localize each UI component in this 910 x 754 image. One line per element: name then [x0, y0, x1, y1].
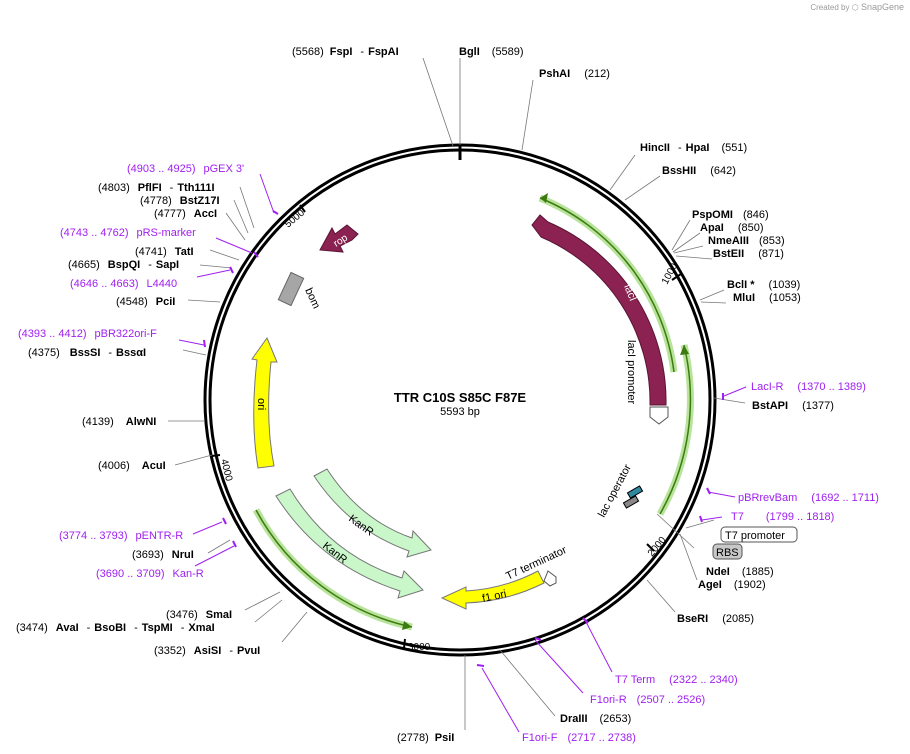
- bom-label: bom: [302, 286, 322, 310]
- site-acci: (4777)AccI: [154, 208, 217, 220]
- plasmid-length: 5593 bp: [440, 406, 480, 418]
- tick-label-4000: 4000: [218, 458, 234, 483]
- site-pflfi: (4803)PflFI-Tth111I: [98, 182, 215, 194]
- primer-labels: (4903 .. 4925)pGEX 3' (4743 .. 4762)pRS-…: [18, 163, 879, 744]
- site-acui: (4006)AcuI: [98, 460, 166, 472]
- primer-kan-r: (3690 .. 3709)Kan-R: [96, 568, 204, 580]
- site-agei: AgeI(1902): [698, 579, 766, 591]
- site-bsssi: (4375)BssSI-BssαI: [28, 347, 146, 359]
- site-tati: (4741)TatI: [135, 246, 194, 258]
- tick-label-3000: 3000: [408, 642, 431, 653]
- site-labels: (5568)FspI-FspAI BglI(5589) PshAI(212) H…: [16, 46, 834, 744]
- tick-3000: [403, 638, 406, 649]
- t7-promoter-label: T7 promoter: [725, 530, 785, 542]
- lacI-label: lacI: [621, 283, 639, 303]
- ori-label: ori: [255, 398, 267, 410]
- site-mlui: MluI(1053): [733, 292, 801, 304]
- kanr-feature-inner: [313, 468, 432, 558]
- t7-promoter-box: [720, 526, 798, 543]
- primer-l4440: (4646 .. 4663)L4440: [70, 278, 177, 290]
- rbs-box: [712, 543, 743, 560]
- site-bcli: BclI *(1039): [727, 279, 800, 291]
- lacI-highlight-arrowhead: [540, 193, 548, 203]
- primer-leader-lines: [178, 173, 747, 733]
- tick-4000: [211, 454, 221, 457]
- site-pshai: PshAI(212): [539, 68, 610, 80]
- site-alwni: (4139)AlwNI: [82, 416, 156, 428]
- kanr-feature-outer: [275, 488, 424, 599]
- site-bgli: BglI(5589): [459, 46, 524, 58]
- f1-ori-label: f1 ori: [481, 588, 507, 605]
- lac-operator-label: lac operator: [596, 462, 634, 519]
- site-pspomi: PspOMI(846): [692, 209, 769, 221]
- primer-pbrrevbam: pBRrevBam(1692 .. 1711): [738, 492, 879, 504]
- t7-terminator-icon: [543, 570, 557, 587]
- primer-f1ori-f: F1ori-F(2717 .. 2738): [522, 732, 636, 744]
- site-bstapi: BstAPI(1377): [752, 400, 834, 412]
- site-nmeaiii: NmeAIII(853): [708, 235, 785, 247]
- primer-t7: T7(1799 .. 1818): [731, 511, 834, 523]
- primer-f1ori-r: F1ori-R(2507 .. 2526): [590, 694, 705, 706]
- leader-lines: [168, 57, 746, 730]
- bom-feature: [277, 271, 305, 307]
- site-apai: ApaI(850): [700, 222, 764, 234]
- primer-t7-term: T7 Term(2322 .. 2340): [615, 674, 738, 686]
- site-bsteii: BstEII(871): [713, 248, 784, 260]
- lacI-promoter-icon: [649, 406, 669, 425]
- promoter-highlight-line: [659, 344, 692, 515]
- watermark-brand: SnapGene: [860, 2, 904, 12]
- site-smai: (3476)SmaI: [166, 609, 232, 621]
- site-psii: (2778)PsiI: [397, 732, 454, 744]
- primer-pbr322ori-f: (4393 .. 4412)pBR322ori-F: [18, 328, 157, 340]
- site-nrui: (3693)NruI: [132, 549, 194, 561]
- site-ndei: NdeI(1885): [706, 566, 774, 578]
- tick-5000: [299, 204, 306, 213]
- kanr-highlight-line: [255, 509, 413, 628]
- primer-marks: [203, 210, 724, 667]
- site-avai: (3474)AvaI-BsoBI-TspMI-XmaI: [16, 622, 215, 634]
- primer-laci-r: LacI-R(1370 .. 1389): [751, 381, 866, 393]
- lac-operator-box: [626, 485, 644, 499]
- snapgene-watermark: Created by ⬡ SnapGene: [810, 2, 904, 12]
- primer-pentr-r: (3774 .. 3793)pENTR-R: [59, 530, 183, 542]
- site-bspqi: (4665)BspQI-SapI: [68, 259, 179, 271]
- ori-feature: [251, 336, 278, 469]
- snapgene-logo-icon: ⬡: [851, 3, 859, 12]
- tick-1000: [671, 273, 682, 281]
- site-asisi: (3352)AsiSI-PvuI: [154, 645, 260, 657]
- lacI-promoter-label: lacI promoter: [625, 340, 637, 405]
- watermark-prefix: Created by: [810, 3, 850, 12]
- rbs-label: RBS: [716, 547, 739, 559]
- lacI-feature: [531, 214, 667, 406]
- site-hincii: HincII-HpaI(551): [640, 142, 747, 154]
- primer-prs-marker: (4743 .. 4762)pRS-marker: [60, 227, 196, 239]
- site-bseri: BseRI(2085): [677, 613, 754, 625]
- promoter-highlight-arrowhead: [680, 345, 689, 355]
- rop-feature: [319, 224, 359, 253]
- plasmid-name: TTR C10S S85C F87E: [394, 390, 527, 405]
- primer-pgex3: (4903 .. 4925)pGEX 3': [127, 163, 244, 175]
- tick-2000: [646, 543, 655, 552]
- site-fspi: (5568)FspI-FspAI: [292, 46, 399, 58]
- f1-ori-feature: [440, 570, 545, 610]
- site-pcii: (4548)PciI: [116, 296, 175, 308]
- site-bstz17i: (4778)BstZ17I: [140, 195, 220, 207]
- site-bsshii: BssHII(642): [662, 165, 736, 177]
- kanr-highlight-arrowhead: [402, 621, 412, 630]
- site-draiii: DraIII(2653): [560, 713, 631, 725]
- lacI-highlight-line: [539, 197, 675, 373]
- lac-operator-box-2: [622, 495, 640, 509]
